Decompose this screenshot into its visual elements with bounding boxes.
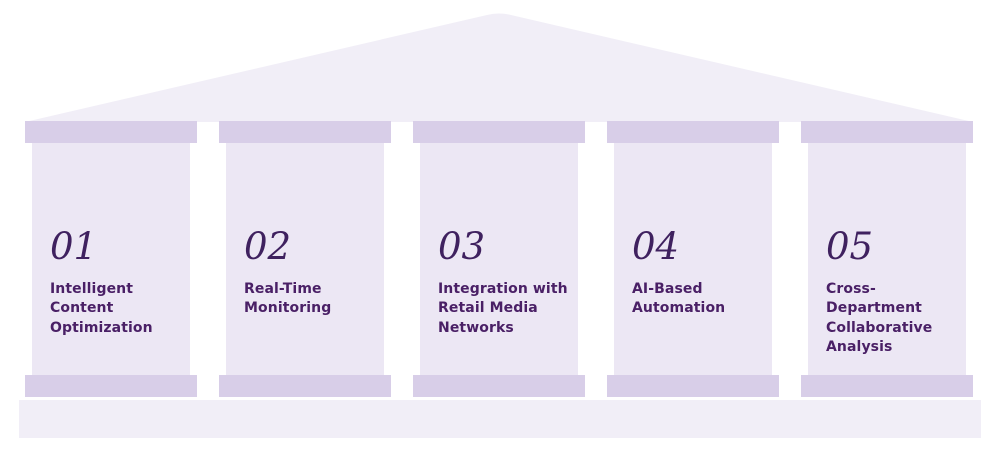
pillar-number: 03 [438, 225, 486, 268]
pillar-capital [607, 121, 779, 143]
pillar-base [25, 375, 197, 397]
pillar-base [801, 375, 973, 397]
pillar-base [219, 375, 391, 397]
pillar-column-5: 05 Cross- Department Collaborative Analy… [801, 121, 973, 397]
pillar-number: 04 [632, 225, 680, 268]
pillar-column-1: 01 Intelligent Content Optimization [25, 121, 197, 397]
pillar-number: 05 [826, 225, 874, 268]
pillar-content: 05 Cross- Department Collaborative Analy… [826, 228, 964, 357]
pillar-content: 04 AI-Based Automation [632, 228, 770, 319]
pillar-column-2: 02 Real-Time Monitoring [219, 121, 391, 397]
pillar-capital [801, 121, 973, 143]
pillar-base [413, 375, 585, 397]
pillar-number: 02 [244, 225, 292, 268]
pillar-label: Cross- Department Collaborative Analysis [826, 281, 933, 355]
pillar-content: 01 Intelligent Content Optimization [50, 228, 188, 338]
foundation-bar [19, 400, 981, 438]
pillar-shaft [614, 143, 772, 375]
pillar-shaft [226, 143, 384, 375]
pillar-shaft [420, 143, 578, 375]
pillar-label: Real-Time Monitoring [244, 281, 332, 317]
pillar-shaft [808, 143, 966, 375]
pillar-capital [219, 121, 391, 143]
pillar-label: AI-Based Automation [632, 281, 726, 317]
pillar-base [607, 375, 779, 397]
pillar-capital [413, 121, 585, 143]
pillar-label: Integration with Retail Media Networks [438, 281, 568, 336]
pillar-shaft [32, 143, 190, 375]
roof-shape [25, 13, 973, 122]
pillar-capital [25, 121, 197, 143]
pillar-content: 03 Integration with Retail Media Network… [438, 228, 576, 338]
pillar-column-3: 03 Integration with Retail Media Network… [413, 121, 585, 397]
roof-triangle [25, 13, 973, 122]
pillar-label: Intelligent Content Optimization [50, 281, 153, 336]
pillar-column-4: 04 AI-Based Automation [607, 121, 779, 397]
pillar-content: 02 Real-Time Monitoring [244, 228, 382, 319]
pillar-number: 01 [50, 225, 98, 268]
